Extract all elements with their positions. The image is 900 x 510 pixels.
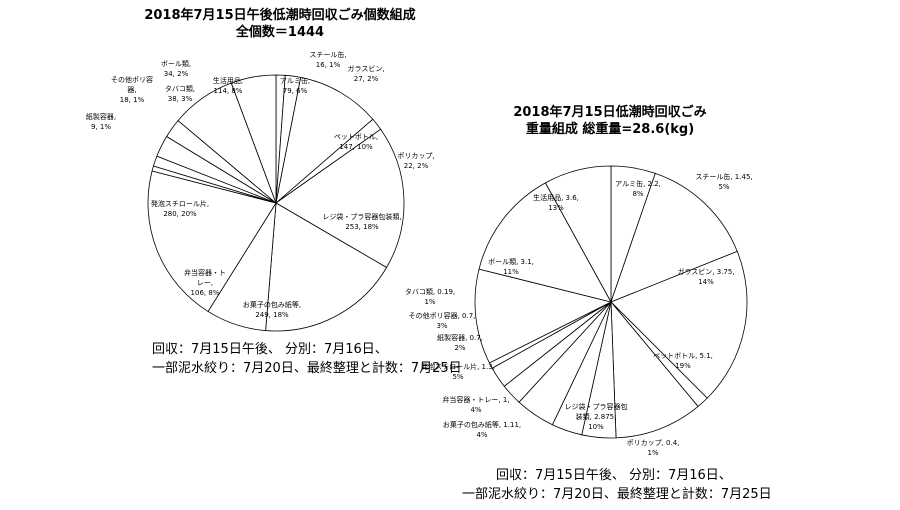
chart1-footnote: 回収：7月15日午後、 分別：7月16日、 一部泥水絞り：7月20日、最終整理と… xyxy=(152,340,462,378)
chart1-slice-snack-wrapper xyxy=(265,202,388,332)
chart1-label-ball: ボール類,34, 2% xyxy=(161,59,191,78)
chart1-label-pet-bottle: ペットボトル,147, 10% xyxy=(334,133,378,151)
chart2-slice-plastic-bag-packaging xyxy=(610,300,699,439)
chart1-slice-aluminum-can xyxy=(230,74,277,204)
chart2-label-daily-goods: 生活用品, 3.6,13% xyxy=(533,193,579,212)
chart2-slice-glass-bottle xyxy=(610,172,738,303)
chart2-footnote-line-2: 一部泥水絞り：7月20日、最終整理と計数：7月25日 xyxy=(462,487,772,502)
chart2-pie: スチール缶, 1.45,5% ガラスビン, 3.75,14% ペットボトル, 5.1… xyxy=(405,165,753,457)
chart2-title: 2018年7月15日低潮時回収ごみ xyxy=(513,105,707,120)
chart1-label-glass-bottle: ガラスビン,27, 2% xyxy=(347,64,384,83)
chart2-label-steel-can: スチール缶, 1.45,5% xyxy=(695,172,752,191)
chart2-slice-aluminum-can xyxy=(544,165,612,303)
chart2-label-poly-cup: ポリカップ, 0.4,1% xyxy=(627,439,680,457)
chart2-subtitle: 重量組成 総重量=28.6(kg) xyxy=(525,122,695,137)
chart2-label-aluminum-can: アルミ缶, 2.2,8% xyxy=(615,179,661,198)
chart2-label-plastic-bag-packaging: レジ袋・プラ容器包装類, 2.875,10% xyxy=(565,402,628,431)
chart1-label-styrofoam: 発泡スチロール片,280, 20% xyxy=(151,199,209,218)
chart1-label-snack-wrapper: お菓子の包み紙等,249, 18% xyxy=(243,300,301,319)
chart1-label-tobacco: タバコ類,38, 3% xyxy=(165,84,195,103)
chart2-slice-pet-bottle xyxy=(610,250,748,399)
chart2-title-block: 2018年7月15日低潮時回収ごみ 重量組成 総重量=28.6(kg) xyxy=(460,104,760,138)
chart2-label-bento-tray: 弁当容器・トレー, 1,4% xyxy=(442,395,509,414)
chart1-label-bento-tray: 弁当容器・トレー,106, 8% xyxy=(184,268,226,297)
chart2-label-snack-wrapper: お菓子の包み紙等, 1.11,4% xyxy=(443,420,521,439)
chart2-label-pet-bottle: ペットボトル, 5.1,19% xyxy=(653,352,713,370)
chart2-footnote-line-1: 回収：7月15日午後、 分別：7月16日、 xyxy=(496,468,732,483)
chart1-footnote-line-1: 回収：7月15日午後、 分別：7月16日、 xyxy=(152,342,388,357)
chart1-title-block: 2018年7月15日午後低潮時回収ごみ個数組成 全個数＝1444 xyxy=(130,7,430,41)
chart1-pie: スチール缶,16, 1%ガラスビン,27, 2% ペットボトル,147, 10% ポ… xyxy=(86,50,435,332)
chart1-label-plastic-bag-packaging: レジ袋・プラ容器包装類,253, 18% xyxy=(322,212,401,231)
chart2-label-tobacco: タバコ類, 0.19,1% xyxy=(405,287,455,306)
chart1-subtitle: 全個数＝1444 xyxy=(235,25,325,40)
chart1-label-steel-can: スチール缶,16, 1% xyxy=(309,50,346,69)
chart1-label-daily-goods: 生活用品,114, 8% xyxy=(213,76,243,95)
chart2-label-glass-bottle: ガラスビン, 3.75,14% xyxy=(677,267,734,286)
chart1-slice-styrofoam xyxy=(147,170,277,313)
chart1-footnote-line-2: 一部泥水絞り：7月20日、最終整理と計数：7月25日 xyxy=(152,361,462,376)
chart1-label-other-poly: その他ポリ容器,18, 1% xyxy=(111,75,153,104)
chart1-slice-plastic-bag-packaging xyxy=(275,128,405,269)
chart2-label-other-poly: その他ポリ容器, 0.7,3% xyxy=(409,311,476,330)
chart1-title: 2018年7月15日午後低潮時回収ごみ個数組成 xyxy=(144,8,416,23)
chart1-label-paper-container: 紙製容器,9, 1% xyxy=(86,112,116,131)
chart2-slice-daily-goods xyxy=(478,182,612,303)
chart1-slice-pet-bottle xyxy=(275,76,374,205)
chart1-label-aluminum-can: アルミ缶,79, 6% xyxy=(280,76,310,95)
chart2-footnote: 回収：7月15日午後、 分別：7月16日、 一部泥水絞り：7月20日、最終整理と… xyxy=(462,466,772,504)
chart2-slice-ball xyxy=(474,268,613,364)
chart2-label-ball: ボール類, 3.1,11% xyxy=(488,257,534,276)
chart2-label-paper-container: 紙製容器, 0.7,2% xyxy=(437,333,483,352)
chart2-label-styrofoam: 発泡スチロール片, 1.3,5% xyxy=(421,362,495,381)
chart1-label-poly-cup: ポリカップ,22, 2% xyxy=(397,152,434,170)
